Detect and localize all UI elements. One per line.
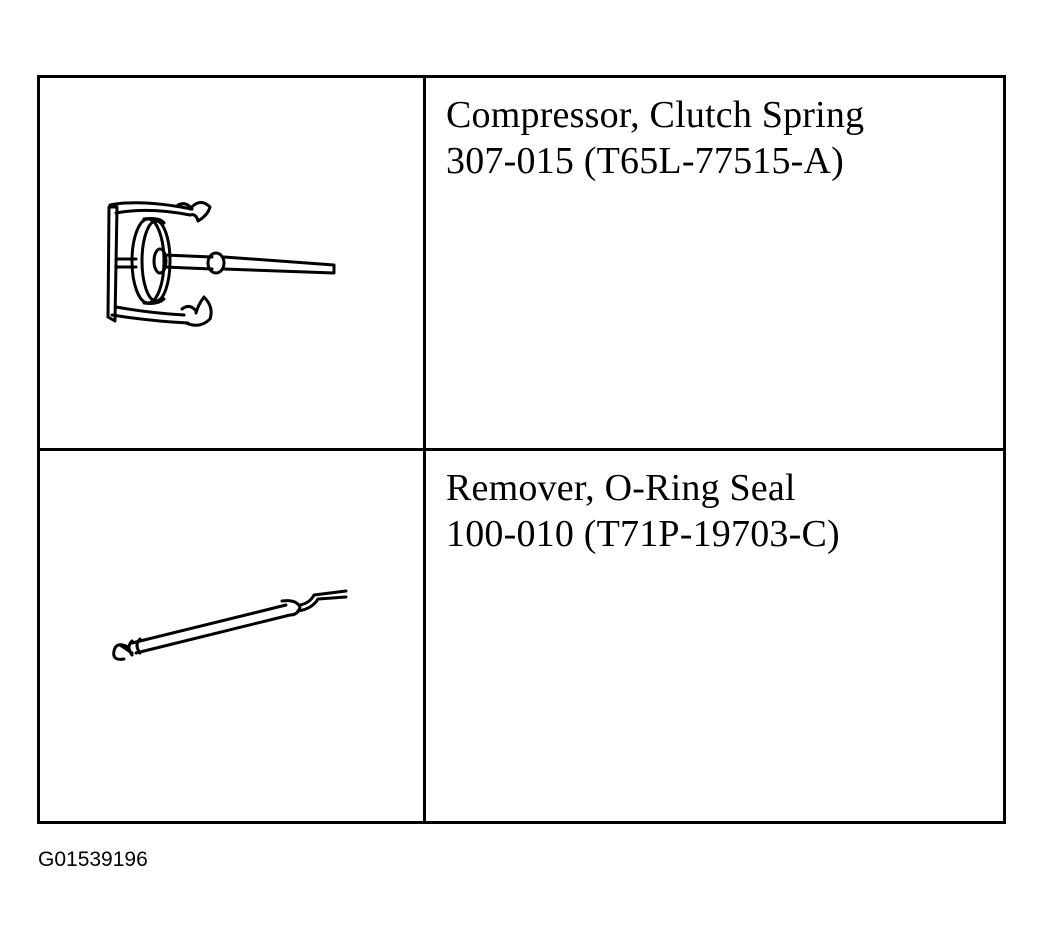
tool-image-cell <box>40 78 426 448</box>
figure-id: G01539196 <box>38 848 148 871</box>
o-ring-seal-remover-icon <box>112 589 348 661</box>
tool-text-cell: Remover, O-Ring Seal 100-010 (T71P-19703… <box>426 451 1003 821</box>
tool-row: Remover, O-Ring Seal 100-010 (T71P-19703… <box>40 451 1003 821</box>
tool-number: 307-015 (T65L-77515-A) <box>446 140 845 182</box>
tool-name: Remover, O-Ring Seal <box>446 467 796 509</box>
clutch-spring-compressor-icon <box>106 201 336 327</box>
tool-image-cell <box>40 451 426 821</box>
tool-name: Compressor, Clutch Spring <box>446 94 865 136</box>
tool-table: Compressor, Clutch Spring 307-015 (T65L-… <box>37 75 1006 824</box>
tool-number: 100-010 (T71P-19703-C) <box>446 513 840 555</box>
tool-text-cell: Compressor, Clutch Spring 307-015 (T65L-… <box>426 78 1003 448</box>
tool-row: Compressor, Clutch Spring 307-015 (T65L-… <box>40 78 1003 451</box>
